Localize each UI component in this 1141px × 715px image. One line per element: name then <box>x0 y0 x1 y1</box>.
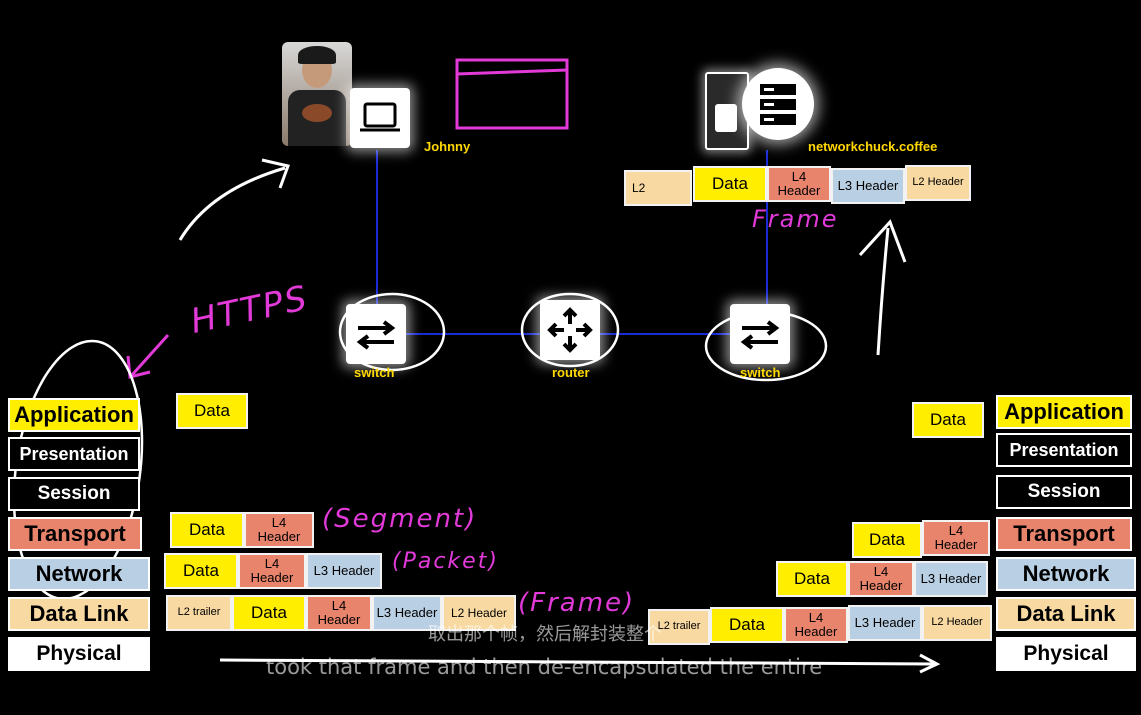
server-label: networkchuck.coffee <box>808 139 938 154</box>
l2-trailer-block: L2 trailer <box>648 609 710 645</box>
router-label: router <box>552 365 590 380</box>
osi-layer-session: Session <box>996 475 1132 509</box>
osi-layer-physical: Physical <box>996 637 1136 671</box>
frame-annotation: (Frame) <box>518 588 636 618</box>
osi-layer-network: Network <box>8 557 150 591</box>
data-block: Data <box>693 166 767 202</box>
subtitle-english: took that frame and then de-encapsulated… <box>266 655 823 679</box>
switch-icon <box>356 320 396 350</box>
osi-layer-session: Session <box>8 477 140 511</box>
server-icon <box>760 84 796 125</box>
data-block: Data <box>176 393 248 429</box>
l2-trailer-block: L2 trailer <box>166 595 232 631</box>
johnny-label: Johnny <box>424 139 471 154</box>
osi-layer-application: Application <box>8 398 140 432</box>
osi-layer-application: Application <box>996 395 1132 429</box>
osi-layer-transport: Transport <box>8 517 142 551</box>
johnny-laptop-device <box>350 88 410 148</box>
osi-layer-physical: Physical <box>8 637 150 671</box>
johnny-photo <box>282 42 352 146</box>
l2-header-block: L2 Header <box>442 595 516 631</box>
l3-header-block: L3 Header <box>306 553 382 589</box>
server-device <box>742 68 814 140</box>
l4-header-block: L4 Header <box>306 595 372 631</box>
osi-layer-presentation: Presentation <box>8 437 140 471</box>
l2-header-block: L2 Header <box>905 165 971 201</box>
l3-header-block: L3 Header <box>848 605 922 641</box>
l4-header-block: L4 Header <box>784 607 848 643</box>
switch-right-label: switch <box>740 365 781 380</box>
frame-top-annotation: Frame <box>752 205 839 233</box>
l4-header-block: L4 Header <box>767 166 831 202</box>
l3-header-block: L3 Header <box>831 168 905 204</box>
subtitle-chinese: 取出那个帧，然后解封装整个 <box>428 624 662 645</box>
switch-left-device <box>346 304 406 364</box>
l2-trailer-block: L2 <box>624 170 692 206</box>
osi-layer-transport: Transport <box>996 517 1132 551</box>
data-block: Data <box>710 607 784 643</box>
l2-header-block: L2 Header <box>922 605 992 641</box>
data-block: Data <box>776 561 848 597</box>
coffee-bag-image <box>705 72 749 150</box>
l4-header-block: L4 Header <box>244 512 314 548</box>
data-block: Data <box>170 512 244 548</box>
data-block: Data <box>232 595 306 631</box>
switch-icon <box>740 320 780 350</box>
packet-annotation: (Packet) <box>392 549 499 574</box>
router-icon <box>547 307 593 353</box>
l3-header-block: L3 Header <box>914 561 988 597</box>
l3-header-block: L3 Header <box>372 595 442 631</box>
osi-layer-data-link: Data Link <box>996 597 1136 631</box>
osi-layer-data-link: Data Link <box>8 597 150 631</box>
osi-layer-network: Network <box>996 557 1136 591</box>
l4-header-block: L4 Header <box>848 561 914 597</box>
router-device <box>540 300 600 360</box>
data-block: Data <box>912 402 984 438</box>
l4-header-block: L4 Header <box>922 520 990 556</box>
switch-left-label: switch <box>354 365 395 380</box>
data-block: Data <box>164 553 238 589</box>
laptop-icon <box>360 102 400 132</box>
data-block: Data <box>852 522 922 558</box>
switch-right-device <box>730 304 790 364</box>
segment-annotation: (Segment) <box>322 504 478 534</box>
l4-header-block: L4 Header <box>238 553 306 589</box>
osi-layer-presentation: Presentation <box>996 433 1132 467</box>
